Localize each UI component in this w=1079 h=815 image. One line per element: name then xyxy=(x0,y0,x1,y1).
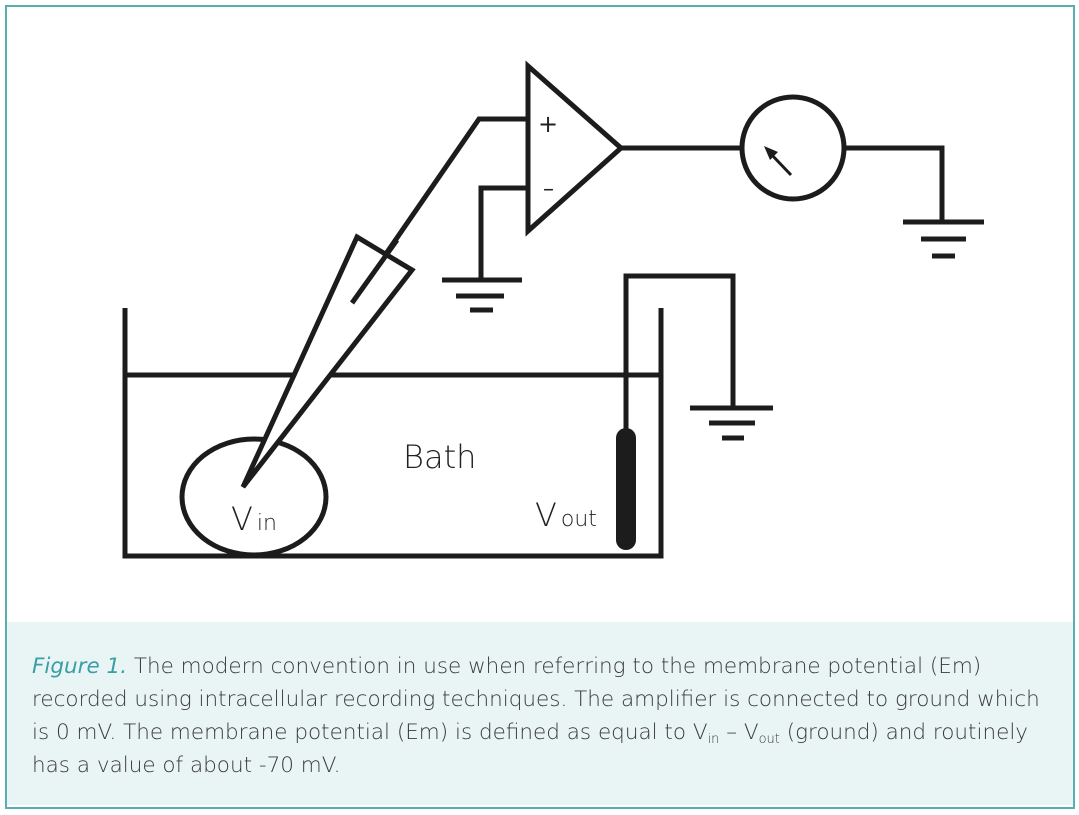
meter-ground-wire xyxy=(845,145,945,222)
subscript-out: out xyxy=(758,732,780,747)
bath-label: Bath xyxy=(403,438,476,476)
figure-label: Figure 1. xyxy=(32,654,128,679)
caption-part: (ground) and routinely has a value of ab… xyxy=(32,720,1029,778)
negative-input-wire xyxy=(478,185,528,280)
reference-electrode-wire xyxy=(623,273,736,430)
ground-icon xyxy=(903,219,984,259)
pipette xyxy=(240,233,416,489)
figure-caption: Figure 1. The modern convention in use w… xyxy=(7,622,1073,805)
bath-container xyxy=(122,308,664,559)
ground-icon xyxy=(690,405,773,441)
amplifier: + – xyxy=(525,60,625,237)
meter-icon xyxy=(739,94,847,202)
caption-text: Figure 1. The modern convention in use w… xyxy=(32,650,1052,782)
caption-part: The modern convention in use when referr… xyxy=(32,654,1040,745)
pipette-electrode xyxy=(349,238,400,305)
amplifier-triangle xyxy=(525,60,625,237)
subscript-in: in xyxy=(707,732,720,747)
cell xyxy=(179,436,329,558)
ground-icon xyxy=(442,277,522,313)
plus-label: + xyxy=(538,110,558,138)
minus-label: – xyxy=(543,177,554,202)
caption-part: – V xyxy=(719,720,759,745)
